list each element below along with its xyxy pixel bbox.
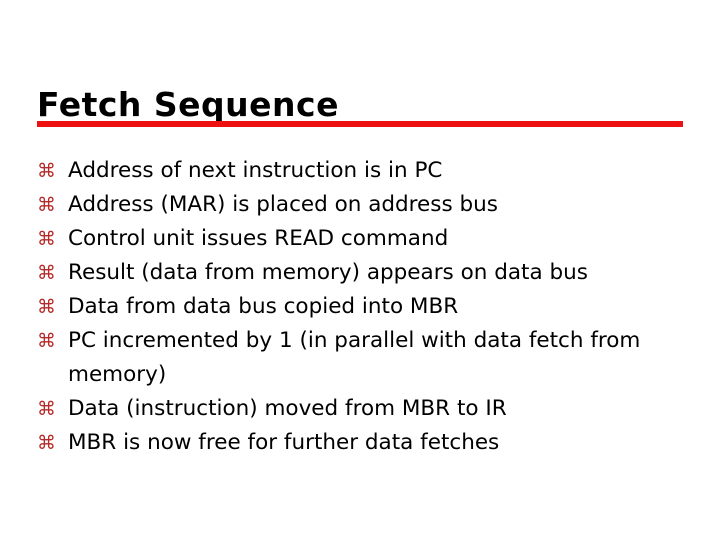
- place-of-interest-bullet-icon: ⌘: [37, 432, 56, 454]
- list-item: ⌘ Address (MAR) is placed on address bus: [37, 188, 687, 222]
- list-item-label: PC incremented by 1 (in parallel with da…: [68, 328, 641, 387]
- place-of-interest-bullet-icon: ⌘: [37, 228, 56, 250]
- list-item-label: Address of next instruction is in PC: [68, 158, 443, 183]
- list-item: ⌘ Address of next instruction is in PC: [37, 154, 687, 188]
- list-item-label: Data from data bus copied into MBR: [68, 294, 459, 319]
- list-item: ⌘ Control unit issues READ command: [37, 222, 687, 256]
- list-item: ⌘ Result (data from memory) appears on d…: [37, 256, 687, 290]
- place-of-interest-bullet-icon: ⌘: [37, 296, 56, 318]
- list-item-label: Address (MAR) is placed on address bus: [68, 192, 498, 217]
- list-item: ⌘ Data from data bus copied into MBR: [37, 290, 687, 324]
- place-of-interest-bullet-icon: ⌘: [37, 194, 56, 216]
- list-item: ⌘ MBR is now free for further data fetch…: [37, 426, 687, 460]
- page-title: Fetch Sequence: [37, 85, 339, 125]
- list-item-label: MBR is now free for further data fetches: [68, 430, 500, 455]
- place-of-interest-bullet-icon: ⌘: [37, 160, 56, 182]
- place-of-interest-bullet-icon: ⌘: [37, 398, 56, 420]
- list-item-label: Control unit issues READ command: [68, 226, 449, 251]
- bullet-list: ⌘ Address of next instruction is in PC ⌘…: [37, 154, 687, 460]
- title-divider-rule: [37, 121, 683, 127]
- place-of-interest-bullet-icon: ⌘: [37, 330, 56, 352]
- list-item: ⌘ Data (instruction) moved from MBR to I…: [37, 392, 687, 426]
- place-of-interest-bullet-icon: ⌘: [37, 262, 56, 284]
- list-item-label: Result (data from memory) appears on dat…: [68, 260, 588, 285]
- list-item: ⌘ PC incremented by 1 (in parallel with …: [37, 324, 687, 392]
- list-item-label: Data (instruction) moved from MBR to IR: [68, 396, 507, 421]
